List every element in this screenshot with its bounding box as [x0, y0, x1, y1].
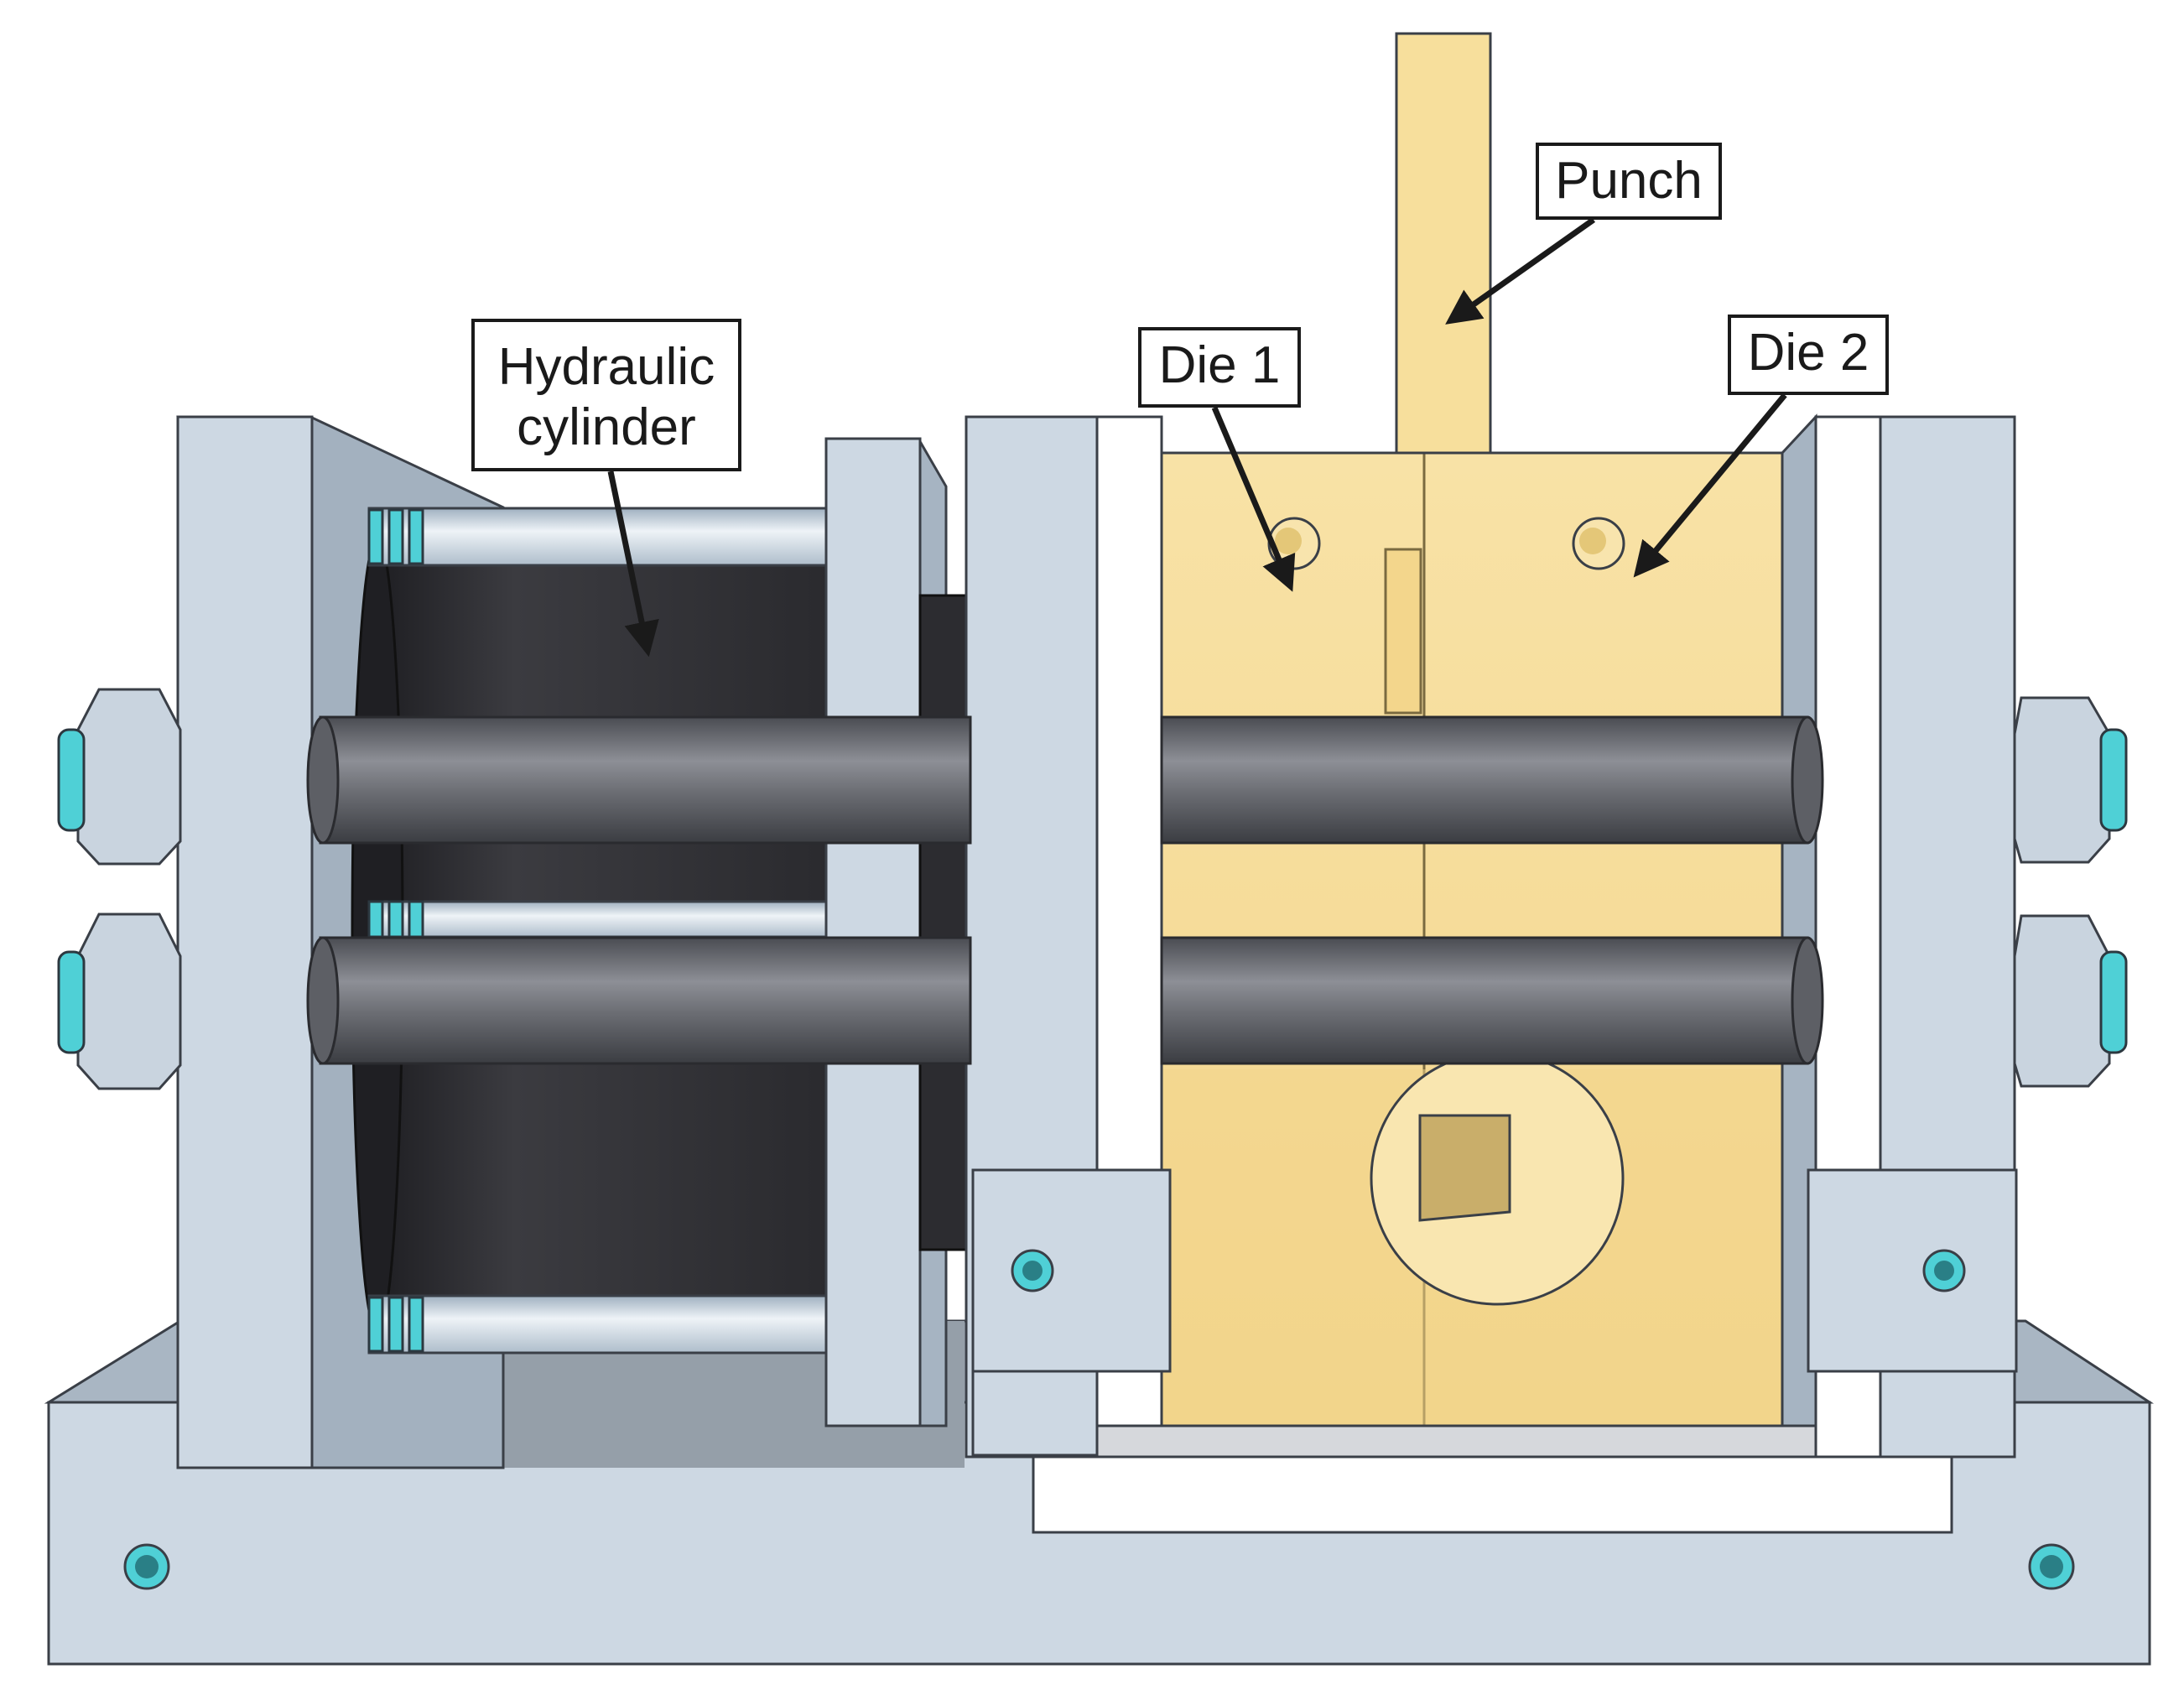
label-punch: Punch — [1536, 143, 1722, 220]
tie-rod-bottom — [367, 1294, 840, 1355]
clamp-screw-right-icon — [1922, 1249, 1966, 1292]
label-die1: Die 1 — [1138, 327, 1301, 408]
lower-channel — [1032, 1424, 1953, 1534]
die2-screw-icon — [1572, 517, 1625, 570]
center-plate — [965, 415, 1172, 1459]
arrow-punch — [1445, 217, 1596, 325]
arrow-hydraulic-cylinder — [607, 471, 659, 658]
base-screw-hole-left-icon — [123, 1543, 170, 1590]
arrow-die2 — [1633, 393, 1787, 578]
tie-rod-top — [367, 507, 840, 567]
callout-arrows — [607, 217, 1787, 658]
tie-rod-middle — [367, 900, 840, 939]
label-hydraulic-cylinder-line1: Hydraulic — [497, 338, 715, 396]
label-hydraulic-cylinder-line2: cylinder — [517, 398, 696, 456]
right-plate — [1781, 413, 2018, 1459]
arrow-die1 — [1211, 406, 1296, 592]
punch — [1384, 32, 1492, 715]
label-hydraulic-cylinder: Hydraulic cylinder — [471, 319, 741, 471]
guide-rod-upper — [306, 715, 1824, 845]
nut-right-lower-icon — [2013, 914, 2128, 1088]
nut-left-upper-icon — [57, 688, 182, 866]
nut-left-lower-icon — [57, 913, 182, 1090]
nut-right-upper-icon — [2013, 696, 2128, 864]
guide-rod-lower — [306, 936, 1824, 1065]
cylinder-flange — [824, 437, 972, 1427]
base-screw-hole-right-icon — [2028, 1543, 2075, 1590]
die-cavity — [1370, 1051, 1625, 1306]
clamp-screw-left-icon — [1011, 1249, 1054, 1292]
label-die2: Die 2 — [1728, 315, 1889, 395]
